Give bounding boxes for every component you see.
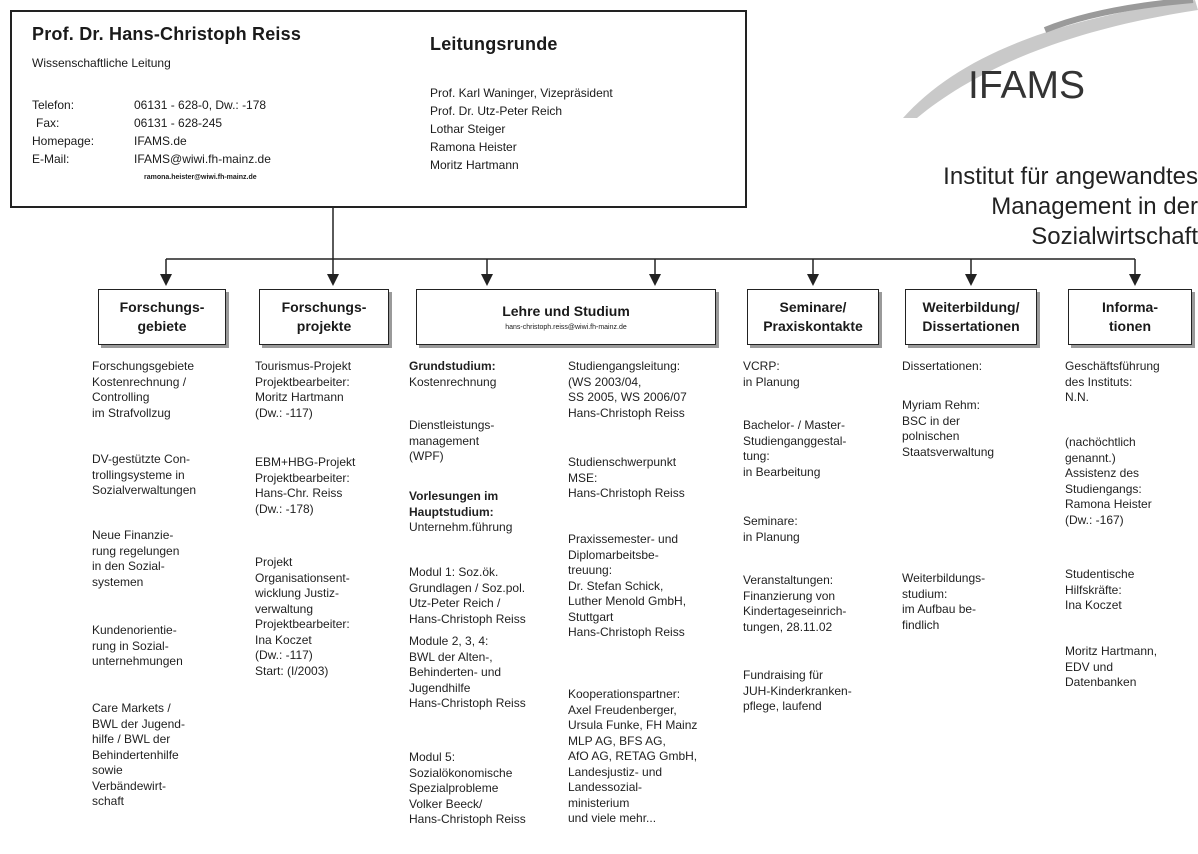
lehre-item: Grundstudium: Kostenrechnung	[409, 359, 496, 390]
contact-label: Fax:	[36, 116, 60, 130]
box-informationen: Informa- tionen	[1068, 289, 1192, 345]
director-box: Prof. Dr. Hans-Christoph Reiss Wissensch…	[10, 10, 747, 208]
director-name: Prof. Dr. Hans-Christoph Reiss	[32, 24, 302, 44]
member: Ramona Heister	[430, 140, 517, 154]
lehre-item: Modul 1: Soz.ök. Grundlagen / Soz.pol. U…	[409, 565, 526, 626]
forschungsgebiete-item: Care Markets / BWL der Jugend- hilfe / B…	[92, 701, 185, 808]
weiterbildung-item: Weiterbildungs- studium: im Aufbau be- f…	[902, 571, 986, 632]
contact-label: E-Mail:	[32, 152, 70, 166]
forschungsgebiete-item: Forschungsgebiete Kostenrechnung / Contr…	[92, 359, 195, 420]
leitungsrunde-list: Prof. Karl Waninger, Vizepräsident Prof.…	[430, 84, 613, 174]
informationen-item: Geschäftsführung des Instituts: N.N.	[1065, 359, 1160, 404]
box-weiterbildung: Weiterbildung/ Dissertationen	[905, 289, 1037, 345]
ifams-swoosh-logo	[903, 0, 1198, 118]
director-role: Wissenschaftliche Leitung	[32, 56, 171, 70]
lehre-item: Modul 5: Sozialökonomische Spezialproble…	[409, 750, 526, 826]
forschungsgebiete-item: DV-gestützte Con- trollingsysteme in Soz…	[92, 452, 197, 497]
lehre-item: Vorlesungen im Hauptstudium: Unternehm.f…	[409, 489, 512, 536]
weiterbildung-item: Dissertationen:	[902, 359, 983, 373]
box-forschungsgebiete: Forschungs- gebiete	[98, 289, 226, 345]
forschungsgebiete-item: Kundenorientie- rung in Sozial- unterneh…	[92, 623, 183, 668]
secondary-email[interactable]: ramona.heister@wiwi.fh-mainz.de	[144, 174, 257, 181]
member: Prof. Dr. Utz-Peter Reich	[430, 104, 563, 118]
informationen-item: (nachöchtlich genannt.) Assistenz des St…	[1065, 435, 1152, 527]
box-title: Forschungs- projekte	[281, 299, 367, 334]
logo-text: IFAMS	[968, 64, 1086, 107]
box-seminare: Seminare/ Praxiskontakte	[747, 289, 879, 345]
seminare-item: Seminare: in Planung	[743, 514, 800, 544]
lehre-item-text: Unternehm.führung	[409, 520, 513, 534]
lehre-item-heading: Grundstudium:	[409, 359, 496, 373]
box-subtitle-email[interactable]: hans-christoph.reiss@wiwi.fh-mainz.de	[505, 324, 627, 331]
lehre-item-heading: Vorlesungen im Hauptstudium:	[409, 489, 499, 519]
lehre-right-item: Studienschwerpunkt MSE: Hans-Christoph R…	[568, 455, 685, 500]
lehre-item-text: Kostenrechnung	[409, 374, 497, 389]
seminare-item: Fundraising für JUH-Kinderkranken- pfleg…	[743, 668, 852, 713]
forschungsprojekte-item: Tourismus-Projekt Projektbearbeiter: Mor…	[255, 359, 352, 420]
contact-label: Telefon:	[32, 98, 75, 112]
lehre-right-item: Praxissemester- und Diplomarbeitsbe- tre…	[568, 532, 687, 639]
email-link[interactable]: IFAMS@wiwi.fh-mainz.de	[134, 152, 271, 166]
homepage-link[interactable]: IFAMS.de	[134, 134, 187, 148]
informationen-item: Studentische Hilfskräfte: Ina Koczet	[1065, 567, 1135, 612]
forschungsprojekte-item: Projekt Organisationsent- wicklung Justi…	[255, 555, 350, 678]
lehre-item: Dienstleistungs- management (WPF)	[409, 418, 495, 463]
weiterbildung-item: Myriam Rehm: BSC in der polnischen Staat…	[902, 398, 995, 459]
member: Prof. Karl Waninger, Vizepräsident	[430, 86, 613, 100]
lehre-item: Module 2, 3, 4: BWL der Alten-, Behinder…	[409, 634, 526, 710]
box-forschungsprojekte: Forschungs- projekte	[259, 289, 389, 345]
leitungsrunde-title: Leitungsrunde	[430, 34, 558, 54]
forschungsprojekte-item: EBM+HBG-Projekt Projektbearbeiter: Hans-…	[255, 455, 356, 516]
seminare-item: Bachelor- / Master- Studienganggestal- t…	[743, 418, 847, 479]
contact-value: 06131 - 628-0, Dw.: -178	[134, 98, 267, 112]
seminare-item: Veranstaltungen: Finanzierung von Kinder…	[743, 573, 847, 634]
box-lehre-studium: Lehre und Studium hans-christoph.reiss@w…	[416, 289, 716, 345]
informationen-item: Moritz Hartmann, EDV und Datenbanken	[1065, 644, 1158, 689]
forschungsgebiete-item: Neue Finanzie- rung regelungen in den So…	[92, 528, 180, 589]
box-title: Lehre und Studium	[502, 303, 630, 319]
box-title: Forschungs- gebiete	[119, 299, 205, 334]
institute-name: Institut für angewandtes Management in d…	[943, 163, 1198, 250]
lehre-right-item: Kooperationspartner: Axel Freudenberger,…	[568, 687, 698, 825]
lehre-right-item: Studiengangsleitung: (WS 2003/04, SS 200…	[568, 359, 687, 420]
contact-label: Homepage:	[32, 134, 95, 148]
member: Moritz Hartmann	[430, 158, 519, 172]
seminare-item: VCRP: in Planung	[743, 359, 800, 389]
member: Lothar Steiger	[430, 122, 506, 136]
box-title: Informa- tionen	[1102, 299, 1158, 334]
box-title: Weiterbildung/ Dissertationen	[922, 299, 1020, 334]
contact-value: 06131 - 628-245	[134, 116, 223, 130]
box-title: Seminare/ Praxiskontakte	[763, 299, 863, 334]
